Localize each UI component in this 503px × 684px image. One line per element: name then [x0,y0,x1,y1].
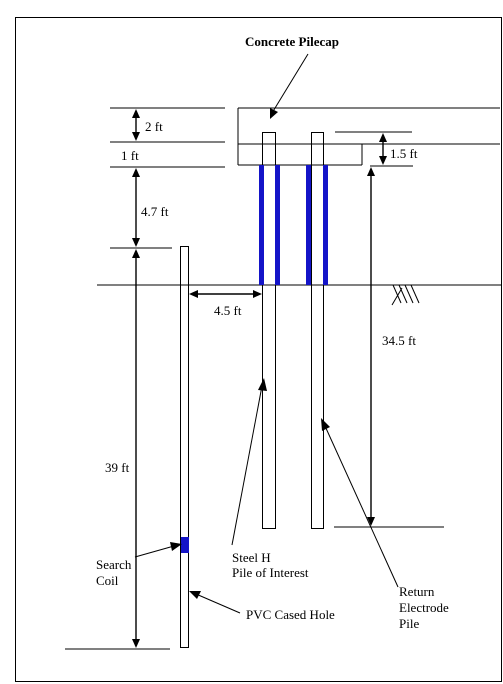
label-1-5ft: 1.5 ft [390,146,418,161]
frame-border [15,17,502,682]
ground-hatch-icon [391,284,420,306]
leader-steel-h [231,378,267,546]
electrode-band-1 [259,165,264,285]
label-4-7ft: 4.7 ft [141,204,169,219]
pilecap [237,107,500,166]
search-coil [181,537,189,553]
label-steel-h-1: Steel H [232,550,271,565]
leader-return-electrode [321,418,399,588]
label-34-5ft: 34.5 ft [382,333,416,348]
label-search-coil-1: Search [96,557,132,572]
dim-4-7ft-arrow [132,168,140,247]
label-4-5ft: 4.5 ft [214,303,242,318]
leader-search-coil [134,542,182,558]
dim-1-5ft-arrow [379,133,387,165]
label-return-1: Return [399,584,435,599]
dim-34-5ft-arrow [367,167,375,526]
label-39ft: 39 ft [105,460,130,475]
return-electrode-pile [311,132,324,529]
electrode-band-2 [275,165,280,285]
dim-39ft-arrow [132,249,140,648]
label-concrete-pilecap: Concrete Pilecap [245,34,339,49]
electrode-band-3 [306,165,311,285]
dim-2ft-arrow [132,109,140,141]
leader-pvc [189,591,241,614]
label-return-3: Pile [399,616,419,631]
pvc-cased-hole [180,246,189,648]
label-2ft: 2 ft [145,119,163,134]
electrode-band-4 [323,165,328,285]
dim-4-5ft-arrow [189,290,262,298]
label-pvc-cased-hole: PVC Cased Hole [246,607,335,622]
label-steel-h-2: Pile of Interest [232,565,309,580]
steel-h-pile [262,132,276,529]
label-1ft: 1 ft [121,148,139,163]
leader-pilecap [270,53,309,119]
label-search-coil-2: Coil [96,573,119,588]
label-return-2: Electrode [399,600,449,615]
